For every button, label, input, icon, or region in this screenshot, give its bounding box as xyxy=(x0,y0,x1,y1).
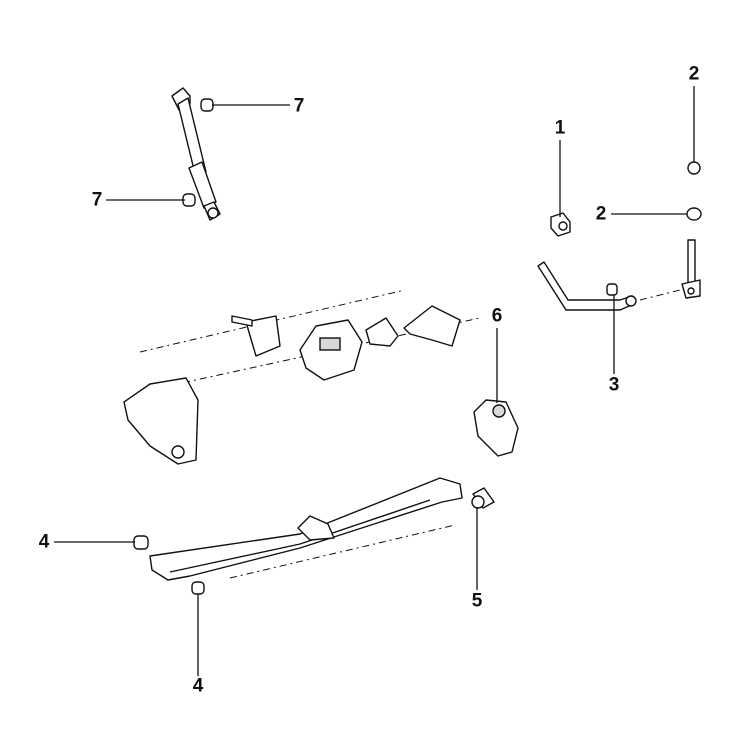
cushion-upper[interactable] xyxy=(687,161,701,175)
stabilizer-bar-bushing[interactable] xyxy=(606,283,618,296)
center-spring-seat[interactable] xyxy=(299,319,363,381)
callout-2-upper[interactable]: 2 xyxy=(688,63,700,85)
callout-6[interactable]: 6 xyxy=(491,305,503,327)
callout-7-upper[interactable]: 7 xyxy=(293,95,305,117)
spring-bushing-lower[interactable] xyxy=(191,581,205,595)
stabilizer-bushing[interactable] xyxy=(550,212,571,237)
shock-bushing-upper[interactable] xyxy=(200,98,214,112)
callout-5[interactable]: 5 xyxy=(471,590,483,612)
front-hanger-bracket[interactable] xyxy=(123,377,199,465)
callout-2-lower[interactable]: 2 xyxy=(595,203,607,225)
link-centerline xyxy=(639,287,689,301)
spring-bushing-upper[interactable] xyxy=(133,535,149,550)
callout-7-lower[interactable]: 7 xyxy=(91,189,103,211)
rear-shackle-bracket[interactable] xyxy=(403,305,461,347)
cushion-lower[interactable] xyxy=(686,207,702,221)
u-bracket[interactable] xyxy=(365,317,399,347)
callout-4-bottom[interactable]: 4 xyxy=(192,675,204,697)
callout-1[interactable]: 1 xyxy=(554,117,566,139)
bump-stopper-bracket[interactable] xyxy=(231,315,281,357)
leader-lines xyxy=(54,86,695,676)
leaf-spring[interactable] xyxy=(149,477,463,581)
shackle[interactable] xyxy=(473,399,519,457)
callout-3[interactable]: 3 xyxy=(608,374,620,396)
spring-shackle-bushing[interactable] xyxy=(471,487,495,509)
stabilizer-link[interactable] xyxy=(681,239,701,299)
shock-absorber[interactable] xyxy=(171,87,221,221)
stabilizer-bar[interactable] xyxy=(537,261,637,311)
callout-4-left[interactable]: 4 xyxy=(38,531,50,553)
